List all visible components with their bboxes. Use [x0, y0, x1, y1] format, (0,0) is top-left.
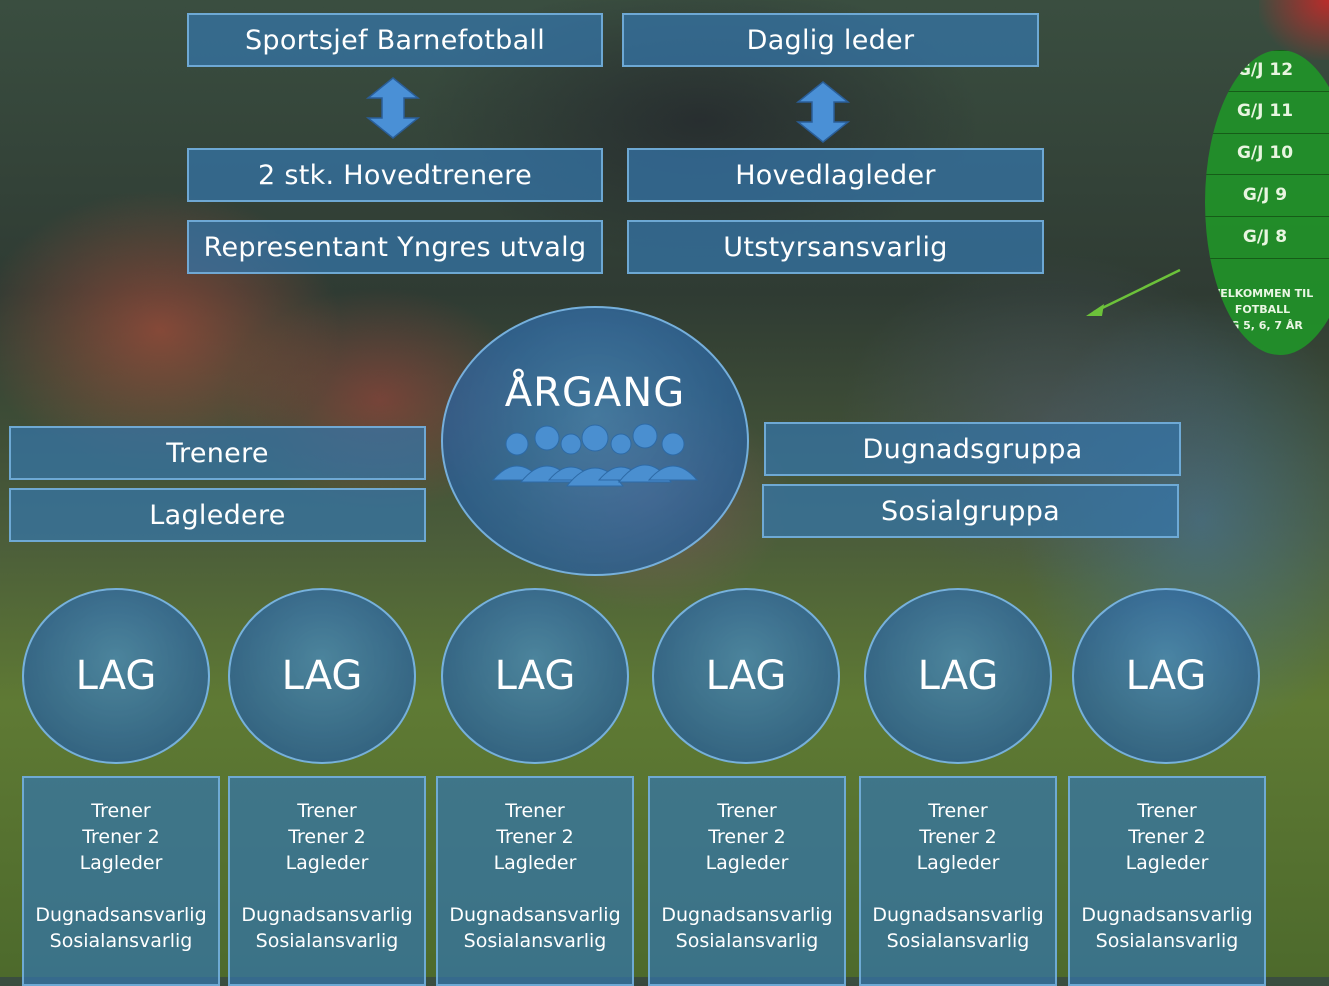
level-gj-12: G/J 12	[1236, 60, 1294, 80]
argang-label: ÅRGANG	[504, 370, 686, 416]
dugnadsgruppa-box: Dugnadsgruppa	[764, 422, 1181, 476]
lag-label: LAG	[1125, 653, 1207, 699]
lag-circle: LAG	[228, 588, 416, 764]
lag-label: LAG	[75, 653, 157, 699]
lag-circle: LAG	[441, 588, 629, 764]
double-arrow-icon-right	[796, 81, 850, 143]
role-lagleder: Lagleder	[79, 852, 163, 874]
role-lagleder: Lagleder	[285, 852, 369, 874]
role-trener: Trener	[717, 800, 777, 822]
team-roles-box: Trener Trener 2 Lagleder Dugnadsansvarli…	[228, 776, 426, 986]
lag-label: LAG	[494, 653, 576, 699]
lag-label: LAG	[281, 653, 363, 699]
representant-box: Representant Yngres utvalg	[187, 220, 603, 274]
level-gj-8: G/J 8	[1242, 227, 1288, 247]
lag-circle: LAG	[1072, 588, 1260, 764]
role-sosialansvarlig: Sosialansvarlig	[49, 930, 193, 952]
role-dugnadsansvarlig: Dugnadsansvarlig	[872, 904, 1044, 926]
level-gj-10: G/J 10	[1236, 143, 1294, 163]
role-trener-2: Trener 2	[82, 826, 160, 848]
hovedlagleder-box: Hovedlagleder	[627, 148, 1044, 202]
team-roles-box: Trener Trener 2 Lagleder Dugnadsansvarli…	[436, 776, 634, 986]
lagledere-label: Lagledere	[149, 499, 286, 531]
role-lagleder: Lagleder	[493, 852, 577, 874]
role-trener: Trener	[91, 800, 151, 822]
lag-label: LAG	[917, 653, 999, 699]
lag-circle: LAG	[864, 588, 1052, 764]
role-sosialansvarlig: Sosialansvarlig	[886, 930, 1030, 952]
role-lagleder: Lagleder	[1125, 852, 1209, 874]
welcome-line-3: J/G 5, 6, 7 ÅR	[1222, 319, 1303, 332]
role-trener: Trener	[928, 800, 988, 822]
sportsjef-label: Sportsjef Barnefotball	[244, 24, 546, 56]
welcome-text: VELKOMMEN TIL FOTBALL J/G 5, 6, 7 ÅR	[1205, 286, 1320, 334]
team-roles-box: Trener Trener 2 Lagleder Dugnadsansvarli…	[859, 776, 1057, 986]
role-lagleder: Lagleder	[916, 852, 1000, 874]
representant-label: Representant Yngres utvalg	[203, 231, 587, 263]
utstyrsansvarlig-box: Utstyrsansvarlig	[627, 220, 1044, 274]
role-dugnadsansvarlig: Dugnadsansvarlig	[661, 904, 833, 926]
role-sosialansvarlig: Sosialansvarlig	[1095, 930, 1239, 952]
role-lagleder: Lagleder	[705, 852, 789, 874]
hovedtrenere-label: 2 stk. Hovedtrenere	[257, 159, 532, 191]
argang-circle: ÅRGANG	[441, 306, 749, 576]
utstyrsansvarlig-label: Utstyrsansvarlig	[723, 231, 948, 263]
welcome-line-2: FOTBALL	[1234, 303, 1291, 316]
daglig-leder-label: Daglig leder	[746, 24, 915, 56]
sportsjef-box: Sportsjef Barnefotball	[187, 13, 603, 67]
role-trener: Trener	[505, 800, 565, 822]
role-dugnadsansvarlig: Dugnadsansvarlig	[35, 904, 207, 926]
role-trener-2: Trener 2	[708, 826, 786, 848]
role-sosialansvarlig: Sosialansvarlig	[675, 930, 819, 952]
welcome-line-1: VELKOMMEN TIL	[1211, 287, 1314, 300]
lag-circle: LAG	[652, 588, 840, 764]
age-level-ball: G/J 12 G/J 11 G/J 10 G/J 9 G/J 8 VELKOMM…	[1205, 50, 1329, 355]
hovedlagleder-label: Hovedlagleder	[735, 159, 936, 191]
team-roles-box: Trener Trener 2 Lagleder Dugnadsansvarli…	[1068, 776, 1266, 986]
level-gj-9: G/J 9	[1242, 185, 1288, 205]
lagledere-box: Lagledere	[9, 488, 426, 542]
role-sosialansvarlig: Sosialansvarlig	[255, 930, 399, 952]
hovedtrenere-box: 2 stk. Hovedtrenere	[187, 148, 603, 202]
lag-label: LAG	[705, 653, 787, 699]
role-trener-2: Trener 2	[288, 826, 366, 848]
role-trener: Trener	[1137, 800, 1197, 822]
double-arrow-icon-left	[366, 77, 420, 139]
role-sosialansvarlig: Sosialansvarlig	[463, 930, 607, 952]
trenere-box: Trenere	[9, 426, 426, 480]
role-dugnadsansvarlig: Dugnadsansvarlig	[241, 904, 413, 926]
team-roles-box: Trener Trener 2 Lagleder Dugnadsansvarli…	[648, 776, 846, 986]
daglig-leder-box: Daglig leder	[622, 13, 1039, 67]
sosialgruppa-label: Sosialgruppa	[880, 495, 1061, 527]
trenere-label: Trenere	[166, 437, 269, 469]
group-people-icon	[491, 423, 699, 487]
lag-circle: LAG	[22, 588, 210, 764]
dugnadsgruppa-label: Dugnadsgruppa	[862, 433, 1083, 465]
role-dugnadsansvarlig: Dugnadsansvarlig	[449, 904, 621, 926]
pointer-arrow-icon	[1086, 268, 1181, 316]
role-trener-2: Trener 2	[1128, 826, 1206, 848]
team-roles-box: Trener Trener 2 Lagleder Dugnadsansvarli…	[22, 776, 220, 986]
role-dugnadsansvarlig: Dugnadsansvarlig	[1081, 904, 1253, 926]
role-trener-2: Trener 2	[496, 826, 574, 848]
sosialgruppa-box: Sosialgruppa	[762, 484, 1179, 538]
level-gj-11: G/J 11	[1236, 101, 1294, 121]
role-trener-2: Trener 2	[919, 826, 997, 848]
role-trener: Trener	[297, 800, 357, 822]
